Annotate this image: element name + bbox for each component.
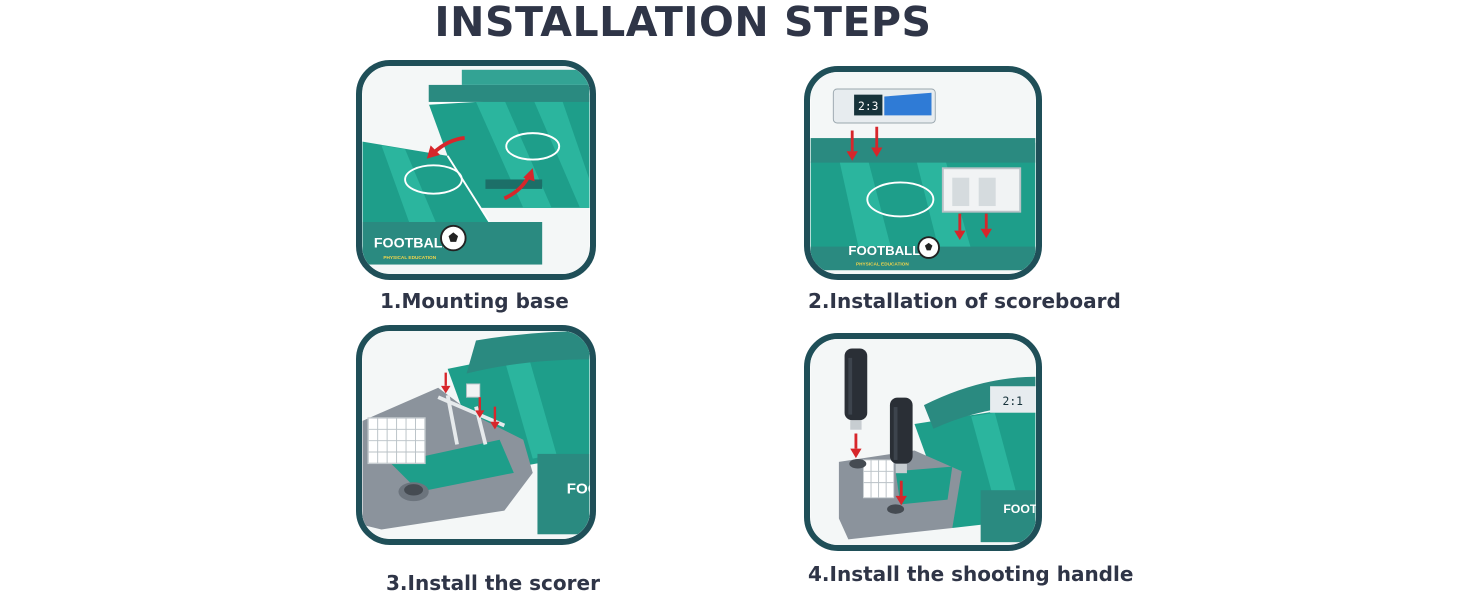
brand-logo-text: FOO bbox=[567, 481, 590, 498]
brand-sub-text: PHYSICAL EDUCATION bbox=[856, 262, 909, 268]
brand-sub-text: PHYSICAL EDUCATION bbox=[383, 255, 436, 261]
step-4-caption: 4.Install the shooting handle bbox=[808, 562, 1134, 586]
brand-logo-text: FOOT bbox=[1003, 502, 1036, 516]
mounting-base-illustration: FOOTBALL PHYSICAL EDUCATION bbox=[362, 66, 590, 274]
step-3-caption: 3.Install the scorer bbox=[386, 571, 600, 595]
step-1-caption: 1.Mounting base bbox=[380, 289, 569, 313]
scoreboard-illustration: 2:3 FOOTBALL PHYSICAL EDUCATION bbox=[810, 72, 1036, 274]
brand-logo-text: FOOTBALL bbox=[374, 236, 451, 252]
shooting-handle-illustration: 2:1 bbox=[810, 339, 1036, 545]
scoreboard-digits: 2:3 bbox=[858, 99, 878, 113]
step-4-image: 2:1 bbox=[804, 333, 1042, 551]
shooting-handle-left bbox=[844, 348, 868, 430]
shooting-handle-right bbox=[889, 397, 913, 474]
step-2-image: 2:3 FOOTBALL PHYSICAL EDUCATION bbox=[804, 66, 1042, 280]
scorer-illustration: FOO bbox=[362, 331, 590, 539]
brand-logo-text: FOOTBALL bbox=[848, 243, 920, 258]
step-1-image: FOOTBALL PHYSICAL EDUCATION bbox=[356, 60, 596, 280]
scoreboard-digits: 2:1 bbox=[1003, 394, 1024, 408]
step-2-caption: 2.Installation of scoreboard bbox=[808, 289, 1121, 313]
step-3-image: FOO bbox=[356, 325, 596, 545]
page-title: INSTALLATION STEPS bbox=[434, 0, 932, 46]
soccer-ball-icon bbox=[440, 224, 467, 252]
soccer-ball-icon bbox=[917, 236, 940, 259]
